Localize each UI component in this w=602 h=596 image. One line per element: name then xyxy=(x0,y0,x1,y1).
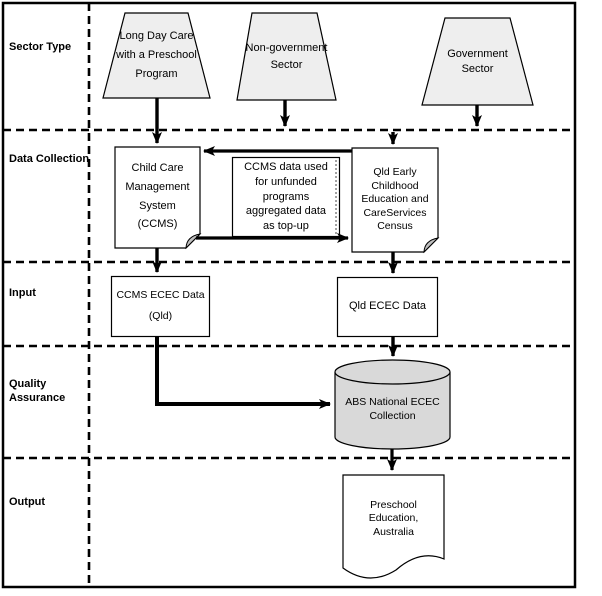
trapezoid-long-day-care xyxy=(102,12,211,99)
node-label-qld-ecec-data: Qld ECEC Data xyxy=(348,300,427,313)
document-qld-census-fold xyxy=(423,237,440,254)
cylinder-abs-collection-body xyxy=(334,372,451,450)
arrow-ccmsecec-to-abs xyxy=(155,337,331,409)
cylinder-abs-collection-top xyxy=(334,359,451,385)
lane-label-sector-type: Sector Type xyxy=(9,41,72,53)
document-preschool-education xyxy=(342,474,445,579)
node-label-government: Government Sector xyxy=(447,48,508,75)
node-label-preschool-education: Preschool Education, Australia xyxy=(368,498,419,538)
node-label-long-day-care: Long Day Care with a Preschool Program xyxy=(116,30,197,80)
node-label-qld-census: Qld Early Childhood Education and CareSe… xyxy=(361,165,429,233)
node-label-ccms-ecec-data: CCMS ECEC Data (Qld) xyxy=(116,289,205,322)
node-label-abs-collection: ABS National ECEC Collection xyxy=(345,396,440,422)
lane-label-output: Output xyxy=(9,496,46,508)
node-label-non-government: Non-government Sector xyxy=(245,42,328,71)
box-qld-ecec-data xyxy=(336,276,439,338)
lane-label-input: Input xyxy=(9,287,36,299)
node-label-ccms-note: CCMS data used for unfunded programs agg… xyxy=(244,160,328,233)
lane-label-quality-assurance: Quality Assurance xyxy=(9,378,66,404)
box-ccms-ecec-data xyxy=(110,275,211,338)
trapezoid-government xyxy=(421,17,534,106)
diagram-border xyxy=(1,1,577,589)
lane-label-data-collection: Data Collection xyxy=(9,153,90,165)
trapezoid-non-government xyxy=(236,12,337,101)
node-label-ccms: Child Care Management System (CCMS) xyxy=(125,162,190,231)
